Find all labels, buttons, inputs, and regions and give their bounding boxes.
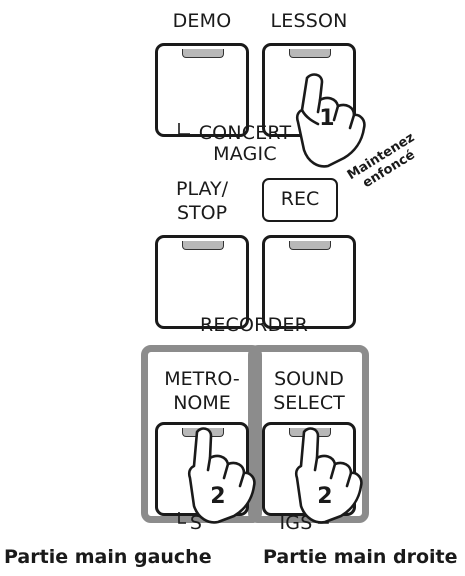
settings-label-end: IGS [279, 512, 313, 534]
sound-select-label-line1: SOUND [274, 368, 344, 390]
play-stop-label: PLAY/ STOP [155, 177, 249, 225]
demo-led [182, 49, 224, 58]
rec-button[interactable] [262, 235, 356, 329]
metronome-label: METRO- NOME [153, 367, 251, 415]
step-number-2-right: 2 [317, 484, 333, 509]
play-stop-led [182, 241, 224, 250]
lesson-label: LESSON [270, 10, 348, 32]
sound-select-label: SOUND SELECT [260, 367, 358, 415]
hand-pointer-icon-2-right [294, 427, 363, 524]
hand-pointer-icon-2-left [187, 427, 256, 524]
concert-magic-bracket-left [178, 123, 190, 135]
step-number-2-left: 2 [210, 484, 226, 509]
play-stop-button[interactable] [155, 235, 249, 329]
metronome-label-line2: NOME [173, 392, 231, 414]
step-number-1: 1 [319, 106, 335, 131]
play-stop-label-line1: PLAY/ [175, 178, 228, 200]
lesson-led [289, 49, 331, 58]
play-stop-label-line2: STOP [176, 202, 228, 224]
left-hand-caption: Partie main gauche [4, 546, 212, 568]
sound-select-highlight-frame [248, 345, 369, 523]
settings-bracket-left [178, 512, 186, 524]
demo-label: DEMO [172, 10, 232, 32]
rec-led [289, 241, 331, 250]
settings-label-start: S [189, 512, 203, 534]
metronome-label-line1: METRO- [164, 368, 240, 390]
concert-magic-label-line2: MAGIC [213, 143, 277, 165]
sound-select-label-line2: SELECT [273, 392, 345, 414]
rec-label: REC [262, 178, 338, 222]
hand-pointer-icon-1 [295, 73, 366, 168]
metronome-highlight-frame [141, 345, 262, 523]
concert-magic-label-line1: CONCERT [198, 122, 292, 144]
right-hand-caption: Partie main droite [263, 546, 458, 568]
recorder-label: RECORDER [199, 314, 309, 336]
demo-button[interactable] [155, 43, 249, 137]
